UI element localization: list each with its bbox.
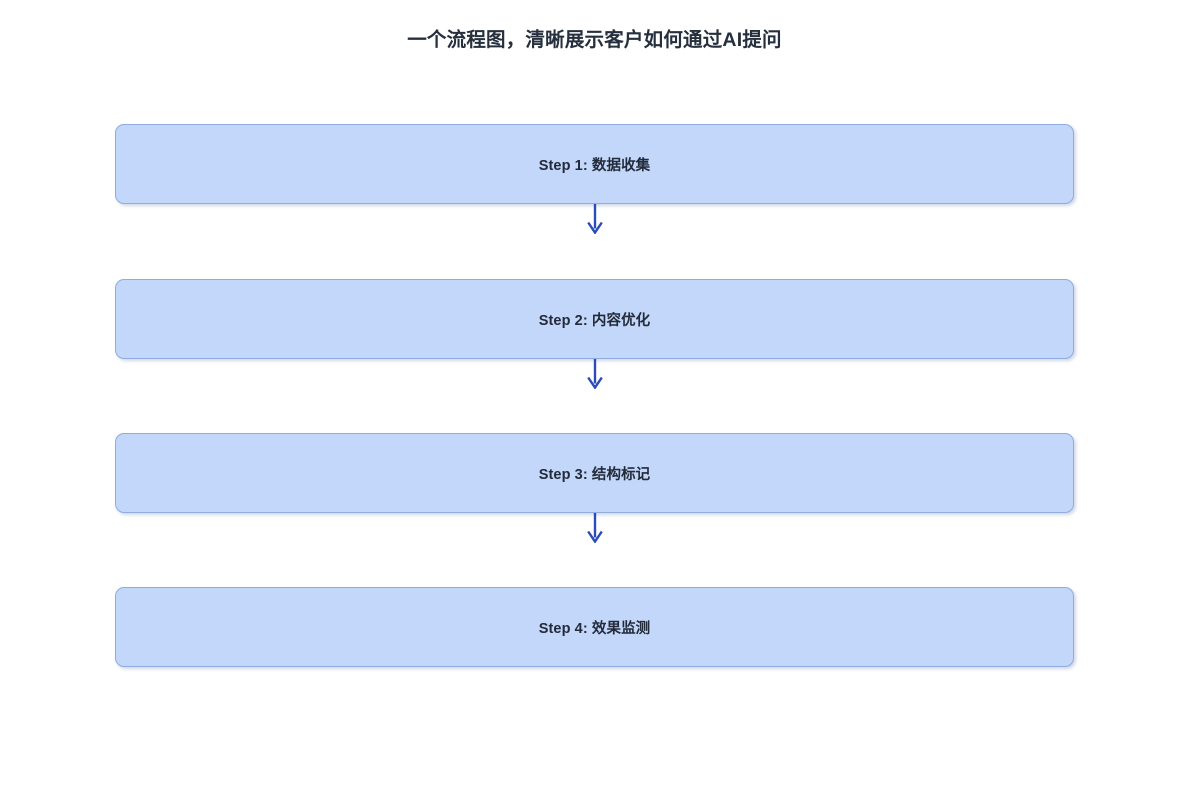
flow-node-step1[interactable]: Step 1: 数据收集	[115, 124, 1074, 204]
arrow-down-icon	[587, 359, 603, 389]
flow-node-step4-wrapper: Step 4: 效果监测	[115, 587, 1074, 667]
flowchart-container: Step 1: 数据收集 Step 2: 内容优化 St	[115, 124, 1074, 667]
flow-node-step3-wrapper: Step 3: 结构标记	[115, 433, 1074, 513]
page-title: 一个流程图，清晰展示客户如何通过AI提问	[407, 29, 782, 51]
flow-edge-step3-step4	[115, 513, 1074, 587]
flow-node-step4-label: Step 4: 效果监测	[538, 620, 651, 637]
flow-node-step2[interactable]: Step 2: 内容优化	[115, 279, 1074, 359]
flow-edge-step2-step3	[115, 359, 1074, 433]
flow-node-step1-wrapper: Step 1: 数据收集	[115, 124, 1074, 204]
flow-node-step1-label: Step 1: 数据收集	[538, 157, 651, 174]
flow-edge-step1-step2	[115, 204, 1074, 279]
flow-node-step3[interactable]: Step 3: 结构标记	[115, 433, 1074, 513]
flow-node-step3-label: Step 3: 结构标记	[538, 466, 651, 483]
flow-node-step4[interactable]: Step 4: 效果监测	[115, 587, 1074, 667]
flow-node-step2-wrapper: Step 2: 内容优化	[115, 279, 1074, 359]
flow-node-step2-label: Step 2: 内容优化	[538, 312, 651, 329]
arrow-down-icon	[587, 204, 603, 234]
arrow-down-icon	[587, 513, 603, 543]
